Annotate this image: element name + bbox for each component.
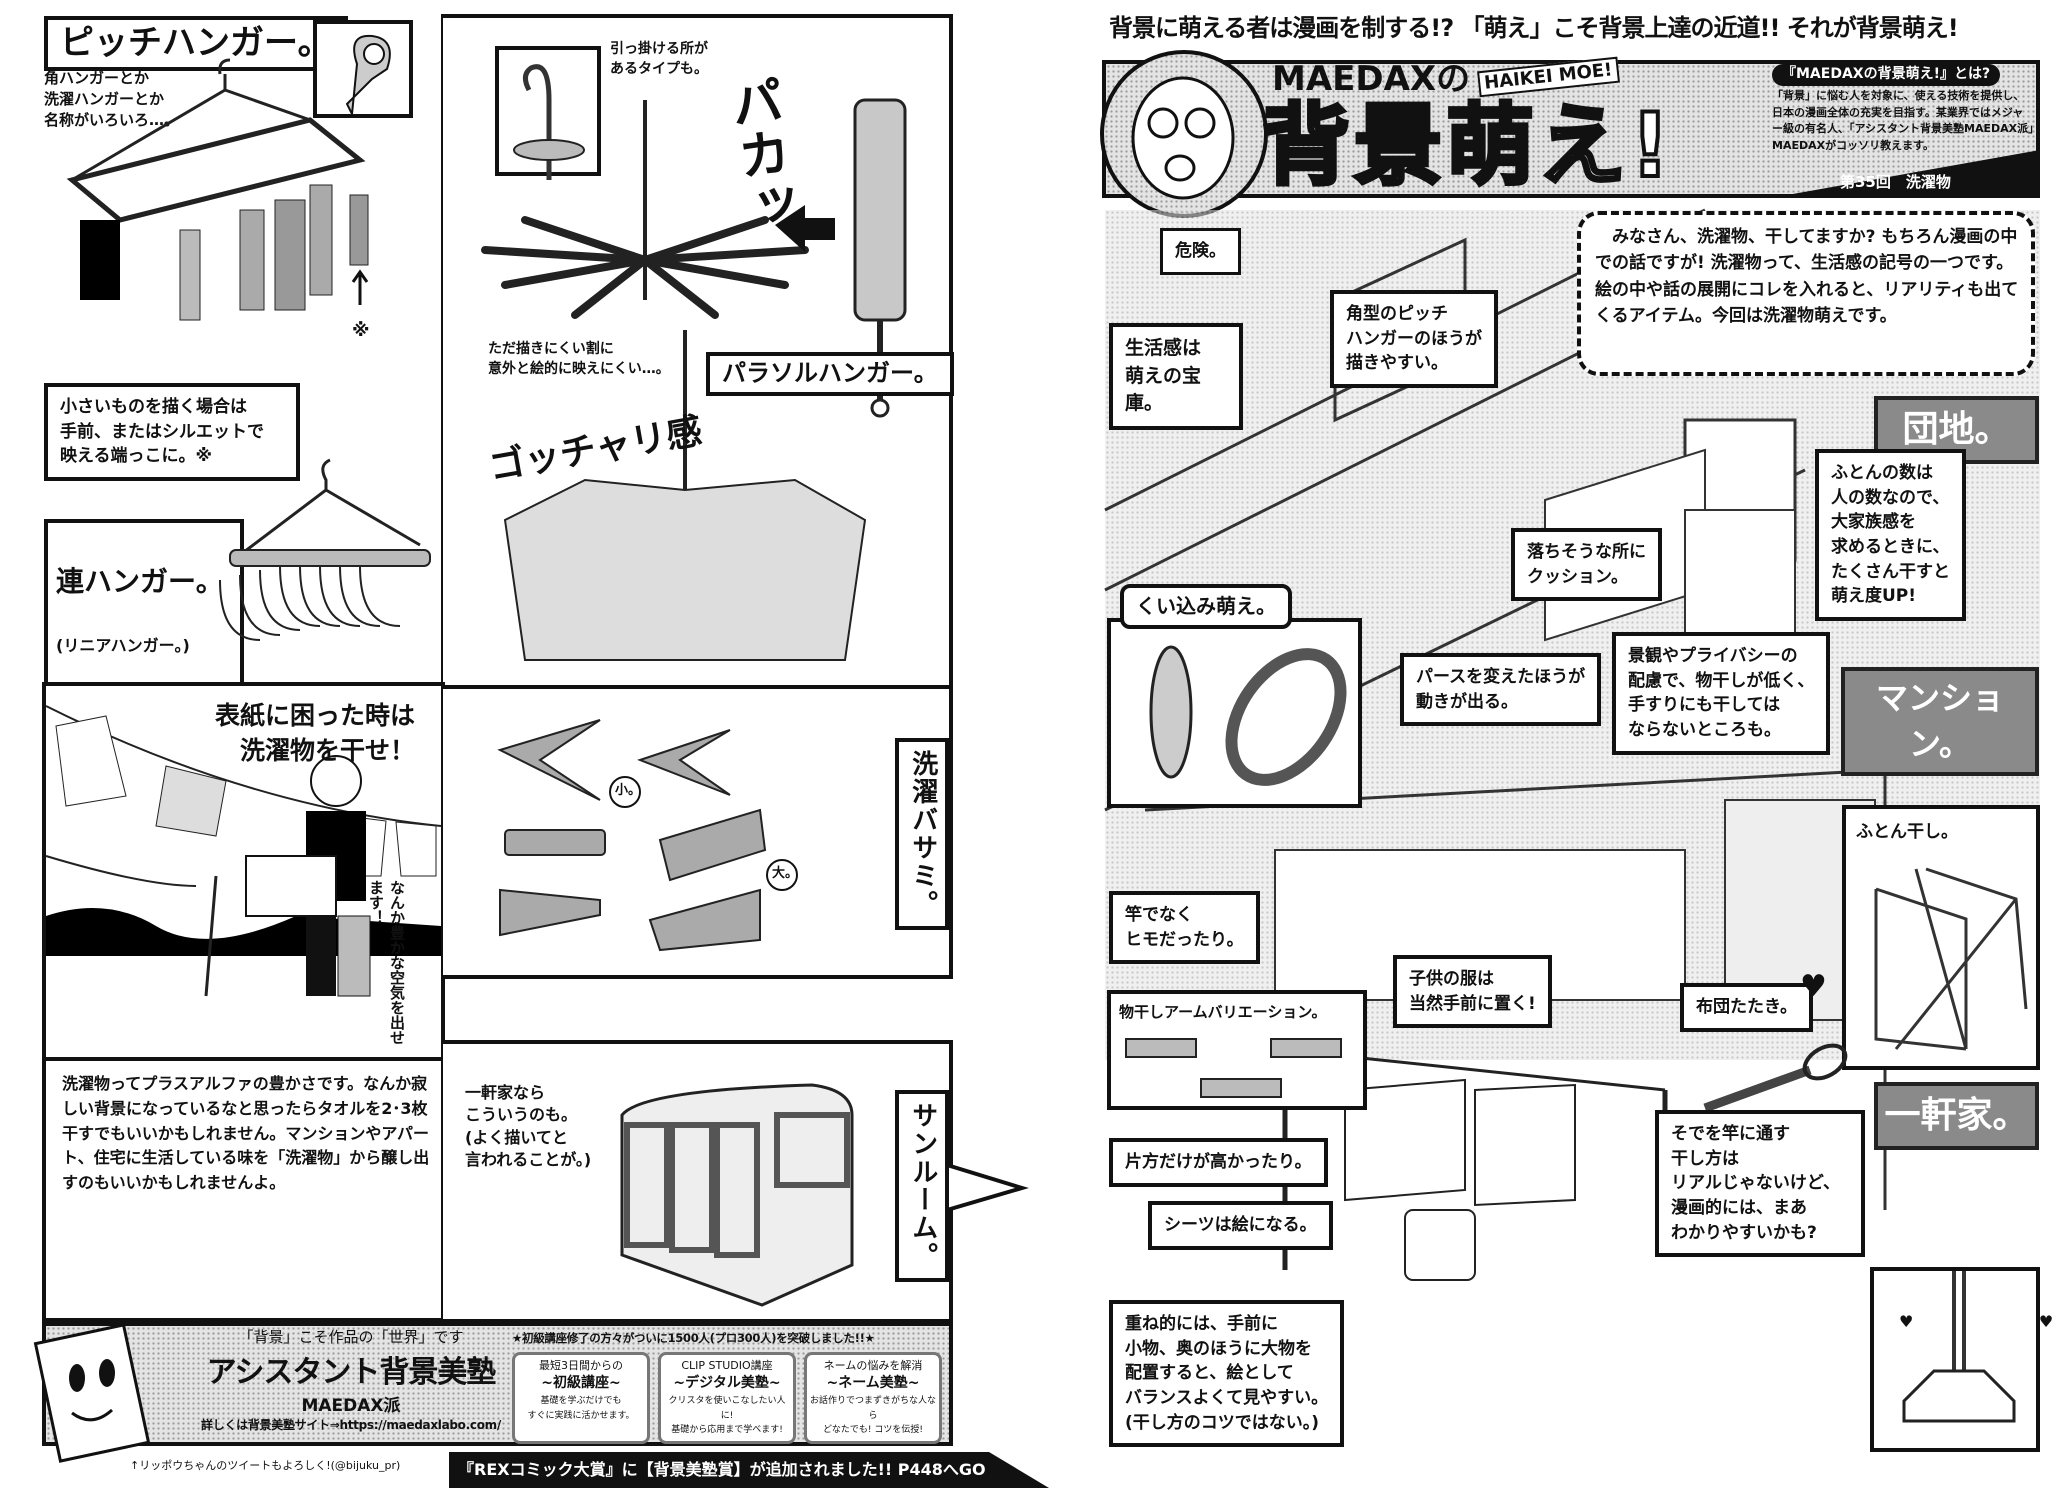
ad-banner (42, 1322, 953, 1446)
pitch-hanger-title: ピッチハンガー。 (44, 16, 348, 72)
clothespins-title: 洗濯バサミ。 (895, 738, 949, 930)
brand-name: MAEDAX派 (301, 1396, 401, 1416)
about-title: 『MAEDAXの背景萌え!』とは? (1772, 64, 2001, 86)
clothespins-illustration (497, 719, 798, 952)
heart-icon: ♥ (1800, 969, 1827, 1004)
hook-inset (495, 46, 601, 180)
section-mansion: マンション。 (1841, 667, 2039, 776)
school-logo: アシスタント背景美塾 (206, 1355, 497, 1390)
ad-school: 「背景」こそ作品の「世界」です アシスタント背景美塾 MAEDAX派 詳しくは背… (195, 1326, 507, 1433)
caption-kids: 子供の服は 当然手前に置く! (1393, 955, 1552, 1029)
course-list: 最短3日間からの ~初級講座~ 基礎を学ぶだけでも すぐに実践に活かせます。 CLI… (510, 1292, 950, 1452)
caption-layering: 重ね的には、手前に 小物、奥のほうに大物を 配置すると、絵として バランスよくて… (1109, 1300, 1345, 1448)
intro-bubble (1577, 211, 2035, 376)
clip-inset (313, 20, 413, 118)
pole-base-icon (1902, 1271, 2016, 1423)
caption-string: 竿でなく ヒモだったり。 (1109, 891, 1260, 965)
futon-beater-icon (1703, 1043, 1848, 1113)
series-prefix: MAEDAXの (1272, 59, 1471, 99)
parasol-hanger-illustration (481, 98, 907, 661)
twitter-note: ↑リッポウちゃんのツイートもよろしく!(@bijuku_pr) (130, 1459, 401, 1472)
clip-icon (345, 34, 391, 118)
course-name-juku[interactable]: ネームの悩みを解消 ~ネーム美塾~ お話作りでつまずきがちな人なら どなたでも! コ… (804, 1352, 942, 1444)
page-headline: 背景に萌える者は漫画を制する!? 「萌え」こそ背景上達の近道!! それが背景萌え… (1109, 14, 1959, 42)
rex-notice-text: 『REXコミック大賞』に【背景美塾賞】が追加されました!! P448へGO (458, 1460, 986, 1479)
caption-sheets: シーツは絵になる。 (1148, 1201, 1333, 1250)
intro-text: みなさん、洗濯物、干してますか? もちろん漫画の中での話ですが! 洗濯物って、生… (1595, 227, 2019, 327)
clothesline-illustration (45, 705, 442, 1156)
clip-ring-icon (1149, 645, 1347, 786)
course-top: 最短3日間からの (539, 1359, 623, 1372)
course-name: ~ネーム美塾~ (826, 1374, 920, 1391)
course-top: CLIP STUDIO講座 (681, 1359, 773, 1372)
course-name: ~デジタル美塾~ (673, 1374, 781, 1391)
caption-danger: 危険。 (1160, 228, 1241, 275)
school-site-link[interactable]: 詳しくは背景美塾サイト⇒https://maedaxlabo.com/ (201, 1418, 501, 1432)
course-top: ネームの悩みを解消 (823, 1359, 923, 1372)
caption-futon-count: ふとんの数は 人の数なので、 大家族感を 求めるときに、 たくさん干すと 萌え度… (1815, 449, 1966, 621)
hook-note: 引っ掛ける所が あるタイプも。 (610, 41, 708, 77)
course-digital[interactable]: CLIP STUDIO講座 ~デジタル美塾~ クリスタを使いこなしたい人に! 基礎か… (658, 1352, 796, 1444)
pitch-hanger-illustration (66, 58, 369, 321)
rex-notice (449, 1452, 1049, 1488)
course-desc: クリスタを使いこなしたい人に! 基礎から応用まで学べます! (668, 1395, 786, 1436)
hook-icon (513, 64, 585, 180)
bite-inset (1107, 618, 1362, 808)
about-body: 「背景」に悩む人を対象に、使える技術を提供し、日本の漫画全体の充実を目指す。某業… (1772, 89, 2034, 152)
parasol-note: ただ描きにくい割に 意外と絵的に映えにくい…。 (488, 341, 670, 377)
linear-hanger-title-text: 連ハンガー。 (56, 565, 224, 599)
course-desc: お話作りでつまずきがちな人なら どなたでも! コツを伝授! (809, 1395, 936, 1436)
large-label: 大。 (772, 866, 799, 881)
caption-life: 生活感は 萌えの宝庫。 (1109, 323, 1243, 430)
sunroom-title: サンルーム。 (895, 1090, 949, 1282)
sunroom-note: 一軒家なら こういうのも。 (よく描いてと 言われることが。) (465, 1083, 592, 1170)
drying-arm-icon (1125, 1038, 1342, 1098)
note-mark: ※ (352, 320, 370, 341)
pole-base-inset: ♥ ♥ (1870, 1267, 2053, 1452)
small-hearts: ♥ ♥ (1899, 1312, 2053, 1331)
pitch-hanger-note: 角ハンガーとか 洗濯ハンガーとか 名称がいろいろ…。 (44, 69, 180, 129)
caption-cushion: 落ちそうな所に クッション。 (1511, 528, 1662, 602)
section-house: 一軒家。 (1874, 1082, 2039, 1151)
caption-perspective: パースを変えたほうが 動きが出る。 (1400, 653, 1602, 727)
ad-announcement: ★初級講座修了の方々がついに1500人(プロ300人)を突破しました!!★ (512, 1331, 875, 1345)
caption-square-pitch: 角型のピッチ ハンガーのほうが 描きやすい。 (1330, 290, 1498, 388)
cover-body: 洗濯物ってプラスアルファの豊かさです。なんか寂しい背景になっているなと思ったらタ… (62, 1074, 430, 1193)
episode-label: 第35回 洗濯物 (1840, 173, 1951, 191)
course-name: ~初級講座~ (541, 1374, 621, 1391)
author-face (1131, 76, 1235, 200)
small-items-callout: 小さいものを描く場合は 手前、またはシルエットで 映える端っこに。※ (44, 383, 300, 481)
arm-variation-inset: 物干しアームバリエーション。 (1107, 990, 1367, 1110)
cover-headline: 表紙に困った時は 洗濯物を干せ！ (214, 701, 415, 765)
frame-line (42, 1057, 445, 1061)
caption-arm-variation: 物干しアームバリエーション。 (1119, 1003, 1327, 1021)
lippou-mascot (33, 1323, 151, 1463)
cover-vertical-note: なんか豊かな空気を出せます！ (367, 880, 406, 1045)
linear-hanger-illustration (219, 458, 431, 641)
ad-tagline: 「背景」こそ作品の「世界」です (238, 1328, 464, 1346)
caption-beater: 布団たたき。 (1680, 983, 1814, 1032)
series-title: 背景萌え! (1260, 94, 1675, 197)
linear-hanger-title: 連ハンガー。 (リニアハンガー。) (44, 519, 244, 703)
sunroom-illustration (620, 1083, 854, 1307)
futon-rack-icon (1874, 867, 2028, 1051)
futon-rack-inset: ふとん干し。 (1842, 805, 2040, 1070)
small-label: 小。 (615, 783, 642, 798)
linear-hanger-subtitle: (リニアハンガー。) (56, 636, 190, 656)
caption-privacy: 景観やプライバシーの 配慮で、物干しが低く、 手すりにも干しては ならないところ… (1612, 632, 1831, 755)
parasol-hanger-title: パラソルハンガー。 (706, 352, 954, 396)
caption-sleeves: そでを竿に通す 干し方は リアルじゃないけど、 漫画的には、まあ わかりやすいか… (1655, 1110, 1865, 1258)
caption-futon-rack: ふとん干し。 (1856, 822, 1958, 842)
course-basic[interactable]: 最短3日間からの ~初級講座~ 基礎を学ぶだけでも すぐに実践に活かせます。 (512, 1352, 650, 1444)
caption-one-side: 片方だけが高かったり。 (1109, 1138, 1328, 1187)
caption-bite: くい込み萌え。 (1120, 584, 1292, 629)
speech-tail (943, 1162, 1029, 1213)
course-desc: 基礎を学ぶだけでも すぐに実践に活かせます。 (527, 1395, 635, 1421)
